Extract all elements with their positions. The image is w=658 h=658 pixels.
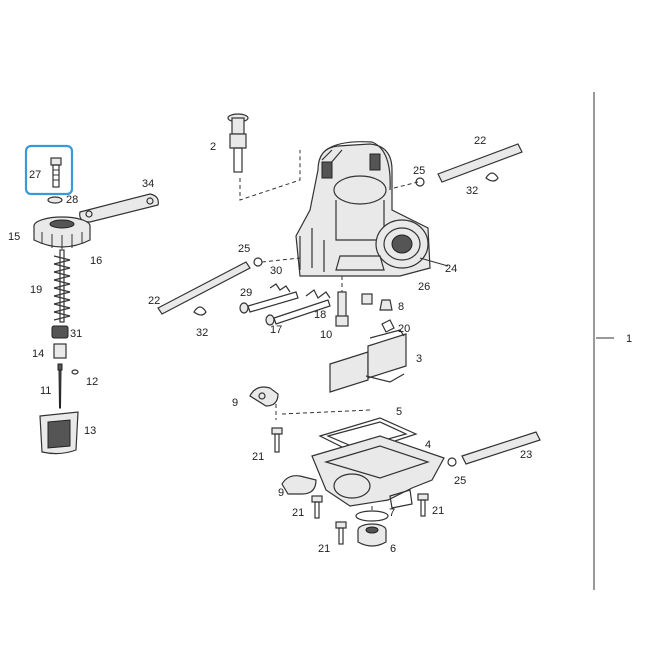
part-8-jet[interactable] xyxy=(379,299,393,311)
part-17-screw[interactable] xyxy=(265,299,331,326)
part-22-hose-top[interactable] xyxy=(437,143,523,183)
part-15-cap[interactable] xyxy=(33,216,91,249)
label-17: 17 xyxy=(270,324,282,336)
label-27: 27 xyxy=(29,169,41,181)
label-20: 20 xyxy=(398,323,410,335)
part-11-needle[interactable] xyxy=(57,363,63,409)
part-20-needle-valve[interactable] xyxy=(381,319,395,333)
part-21-screw-c[interactable] xyxy=(417,493,429,517)
label-16: 16 xyxy=(90,255,102,267)
part-28-washer[interactable] xyxy=(47,196,63,204)
part-22-hose-left[interactable] xyxy=(157,261,251,315)
label-7: 7 xyxy=(389,507,395,519)
highlight-box xyxy=(24,144,74,196)
labels: 1 2 3 4 5 6 7 8 9 9 10 11 12 13 14 15 16… xyxy=(8,135,632,555)
label-28: 28 xyxy=(66,194,78,206)
label-21-a: 21 xyxy=(252,451,264,463)
label-26: 26 xyxy=(418,281,430,293)
dash-25-left xyxy=(261,257,301,263)
body-dash-right xyxy=(393,181,419,189)
label-23: 23 xyxy=(520,449,532,461)
part-32-clamp-top[interactable] xyxy=(485,172,499,182)
label-30: 30 xyxy=(270,265,282,277)
part-6-drain-plug[interactable] xyxy=(357,523,387,547)
label-1: 1 xyxy=(626,333,632,345)
part-29-screw[interactable] xyxy=(239,291,299,314)
part-30-spring[interactable] xyxy=(269,283,291,293)
label-19: 19 xyxy=(30,284,42,296)
label-22-left: 22 xyxy=(148,295,160,307)
label-3: 3 xyxy=(416,353,422,365)
dash-5 xyxy=(281,409,371,415)
part-25-hose-clip-top[interactable] xyxy=(415,177,425,187)
part-3-float[interactable] xyxy=(329,329,407,393)
part-21-screw-b[interactable] xyxy=(311,495,323,519)
label-25-top: 25 xyxy=(413,165,425,177)
label-29: 29 xyxy=(240,287,252,299)
label-15: 15 xyxy=(8,231,20,243)
label-4: 4 xyxy=(425,439,431,451)
part-31-retainer[interactable] xyxy=(51,325,69,339)
part-24-rod[interactable] xyxy=(419,257,449,267)
part-34-plate[interactable] xyxy=(79,193,159,223)
part-9-plate-upper[interactable] xyxy=(249,386,279,407)
part-10-jet[interactable] xyxy=(335,291,349,327)
label-13: 13 xyxy=(84,425,96,437)
label-22-top: 22 xyxy=(474,135,486,147)
label-24: 24 xyxy=(445,263,457,275)
part-14-holder[interactable] xyxy=(53,343,67,359)
part-9-plate-lower[interactable] xyxy=(281,475,317,495)
part-21-screw-d[interactable] xyxy=(335,521,347,545)
part-12-clip[interactable] xyxy=(71,369,79,375)
label-18: 18 xyxy=(314,309,326,321)
label-5: 5 xyxy=(396,406,402,418)
label-6: 6 xyxy=(390,543,396,555)
carburetor-body[interactable] xyxy=(295,141,431,277)
label-8: 8 xyxy=(398,301,404,313)
label-12: 12 xyxy=(86,376,98,388)
label-21-d: 21 xyxy=(318,543,330,555)
part-4-float-bowl[interactable] xyxy=(311,435,445,509)
part-21-screw-a[interactable] xyxy=(271,427,283,453)
label-32-left: 32 xyxy=(196,327,208,339)
label-14: 14 xyxy=(32,348,44,360)
label-32-top: 32 xyxy=(466,185,478,197)
part-25-hose-clip-left[interactable] xyxy=(253,257,263,267)
label-21-c: 21 xyxy=(432,505,444,517)
part-18-spring[interactable] xyxy=(305,289,331,299)
label-2: 2 xyxy=(210,141,216,153)
part-32-clamp-left[interactable] xyxy=(193,306,207,316)
part-2-starter-plunger[interactable] xyxy=(227,113,249,173)
part-26-jet[interactable] xyxy=(361,293,373,305)
label-25-left: 25 xyxy=(238,243,250,255)
label-9-upper: 9 xyxy=(232,397,238,409)
part-25-hose-clip-bottom[interactable] xyxy=(447,457,457,467)
guide-dashed-2 xyxy=(239,150,301,201)
part-13-slide[interactable] xyxy=(39,411,79,455)
label-31: 31 xyxy=(70,328,82,340)
part-19-spring[interactable] xyxy=(53,249,71,323)
part-27-screw[interactable] xyxy=(50,157,62,188)
label-10: 10 xyxy=(320,329,332,341)
label-25-bottom: 25 xyxy=(454,475,466,487)
label-9-lower: 9 xyxy=(278,487,284,499)
part-7-o-ring[interactable] xyxy=(355,510,389,522)
part-23-hose[interactable] xyxy=(461,431,541,465)
label-21-b: 21 xyxy=(292,507,304,519)
label-34: 34 xyxy=(142,178,154,190)
label-11: 11 xyxy=(40,385,51,397)
